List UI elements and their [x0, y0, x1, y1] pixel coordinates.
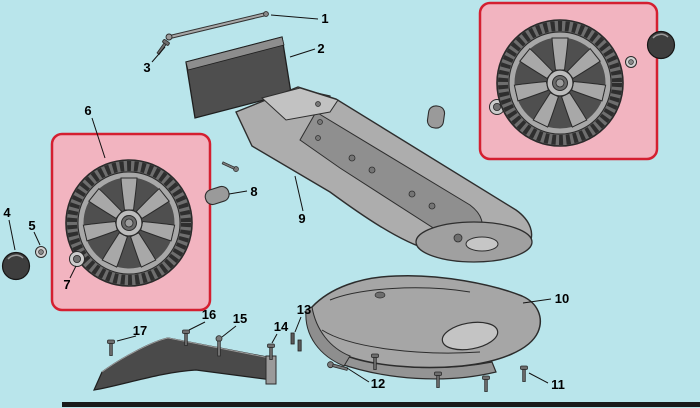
callout-12[interactable]: 12: [371, 376, 385, 391]
part-guard-flap[interactable]: [93, 337, 277, 391]
part-washer-5[interactable]: [35, 246, 47, 258]
callout-labels: 1 2 3 4 5 6 7 8 9 10 11 12 13 14 15 16 1…: [3, 11, 569, 392]
callout-8[interactable]: 8: [250, 184, 257, 199]
part-wheel-6[interactable]: [66, 160, 192, 286]
part-cover[interactable]: [305, 274, 542, 380]
callout-3[interactable]: 3: [143, 60, 150, 75]
callout-7[interactable]: 7: [63, 277, 70, 292]
part-hubcap-4[interactable]: [1, 251, 31, 281]
part-washer-right[interactable]: [625, 56, 637, 68]
callout-16[interactable]: 16: [202, 307, 216, 322]
part-clips-13[interactable]: [290, 332, 302, 352]
leader-lines: [8, 14, 552, 384]
callout-6[interactable]: 6: [84, 103, 91, 118]
callout-13[interactable]: 13: [297, 302, 311, 317]
callout-15[interactable]: 15: [233, 311, 247, 326]
callout-10[interactable]: 10: [555, 291, 569, 306]
callout-1[interactable]: 1: [321, 11, 328, 26]
callout-5[interactable]: 5: [28, 218, 35, 233]
part-chassis[interactable]: [235, 86, 533, 263]
callout-4[interactable]: 4: [3, 205, 11, 220]
part-bearing-7[interactable]: [69, 251, 85, 267]
part-hubcap-right[interactable]: [646, 30, 676, 60]
callout-14[interactable]: 14: [274, 319, 289, 334]
callout-17[interactable]: 17: [133, 323, 147, 338]
bottom-edge-bar: [62, 402, 700, 407]
part-axle-rod[interactable]: [165, 11, 269, 41]
part-bushing[interactable]: [203, 160, 240, 207]
callout-2[interactable]: 2: [317, 41, 324, 56]
callout-11[interactable]: 11: [551, 377, 565, 392]
callout-9[interactable]: 9: [298, 211, 305, 226]
part-wheel-right[interactable]: [497, 20, 623, 146]
